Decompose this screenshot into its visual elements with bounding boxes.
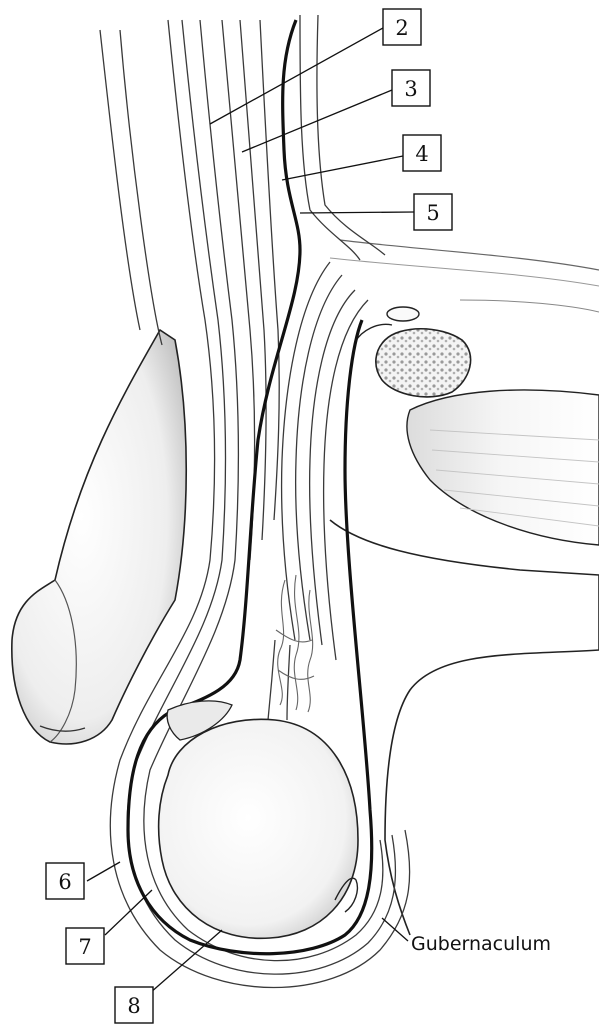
leader-line-7	[105, 890, 152, 935]
leader-line-4	[282, 156, 403, 180]
label-box-4: 4	[403, 135, 441, 171]
label-text-3: 3	[404, 77, 417, 101]
label-box-7: 7	[66, 928, 104, 964]
label-text-2: 2	[395, 16, 408, 40]
testis	[159, 701, 358, 938]
label-text-gubernaculum: Gubernaculum	[411, 933, 551, 955]
leader-line-2	[210, 28, 383, 124]
label-box-5: 5	[414, 194, 452, 230]
label-text-8: 8	[127, 994, 140, 1018]
label-text-5: 5	[426, 201, 439, 225]
label-text-7: 7	[78, 935, 91, 959]
label-box-8: 8	[115, 987, 153, 1023]
leader-line-5	[300, 212, 414, 213]
pubic-bone	[355, 307, 471, 397]
label-box-6: 6	[46, 863, 84, 899]
label-text-4: 4	[415, 142, 428, 166]
label-box-3: 3	[392, 70, 430, 106]
label-box-2: 2	[383, 9, 421, 45]
pampiniform-plexus	[276, 575, 314, 712]
label-text-6: 6	[58, 870, 71, 894]
penis-shape	[12, 330, 186, 744]
